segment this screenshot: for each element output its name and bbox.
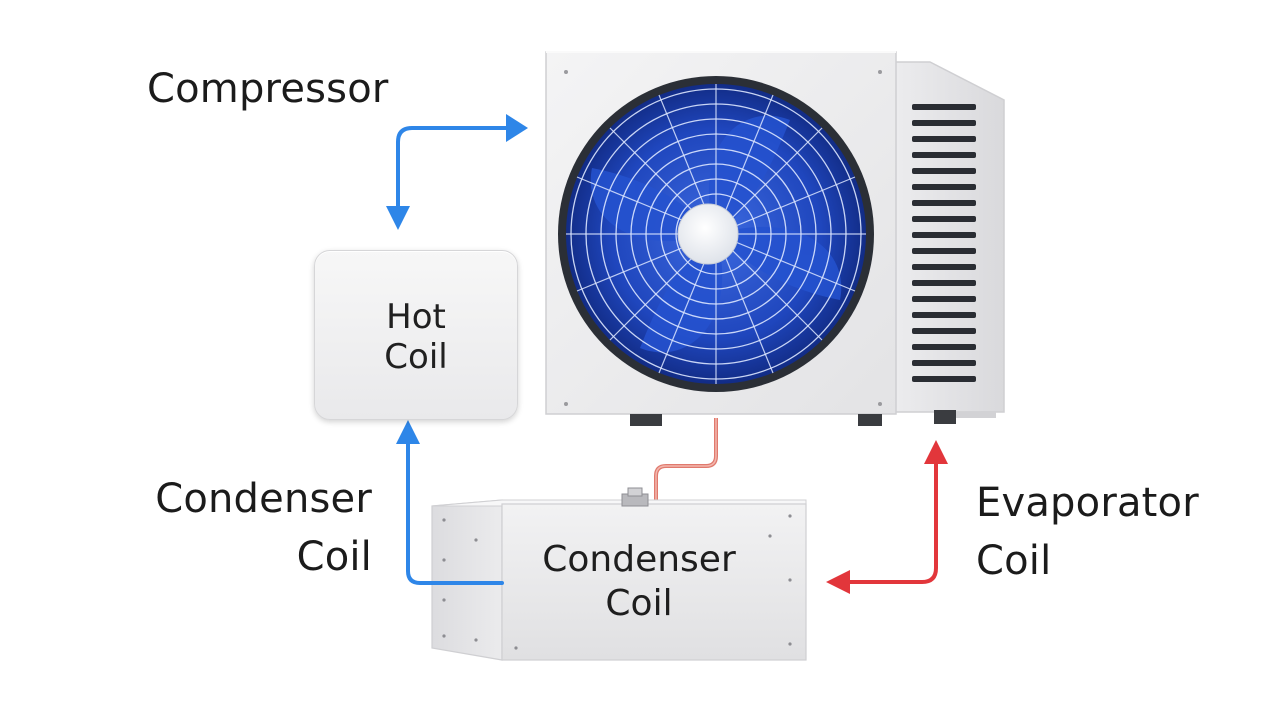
condenser-unit-text: Condenser Coil — [514, 538, 764, 626]
arrowhead-up-icon — [396, 420, 420, 444]
compressor-label: Compressor — [147, 66, 389, 112]
unit-feet — [630, 410, 956, 426]
condenser-unit-line1: Condenser — [542, 539, 736, 580]
refrigerant-pipe — [654, 418, 718, 506]
condenser-unit-line2: Coil — [605, 583, 673, 624]
evaporator-coil-label-line2: Coil — [976, 538, 1052, 584]
side-vent-grille — [912, 104, 976, 382]
condenser-unit-box — [431, 487, 807, 661]
condenser-coil-label-line1: Condenser — [155, 476, 372, 522]
evaporator-coil-label-line1: Evaporator — [976, 480, 1199, 526]
arrowhead-down-icon — [386, 206, 410, 230]
blue-flow-arrows — [396, 126, 510, 585]
condenser-coil-label-line2: Coil — [296, 534, 372, 580]
hot-coil-box: Hot Coil — [314, 250, 518, 420]
outdoor-ac-unit — [545, 51, 1005, 426]
arrowhead-right-icon — [506, 114, 528, 142]
hot-coil-line1: Hot — [386, 297, 446, 337]
hot-coil-line2: Coil — [384, 337, 448, 377]
fan-assembly — [558, 76, 874, 392]
arrowhead-up-red-icon — [924, 440, 948, 464]
condenser-coil-label: Condenser Coil — [150, 470, 372, 586]
condenser-front-face — [501, 503, 807, 661]
red-flow-arrows — [844, 460, 938, 584]
arrowhead-left-red-icon — [826, 570, 850, 594]
condenser-to-hotcoil-line — [406, 440, 504, 585]
evaporator-coil-label: Evaporator Coil — [976, 474, 1199, 590]
compressor-flow-line — [396, 126, 510, 216]
hot-coil-text: Hot Coil — [315, 297, 517, 377]
fan-hub — [677, 203, 739, 265]
evaporator-flow-line — [844, 460, 938, 584]
